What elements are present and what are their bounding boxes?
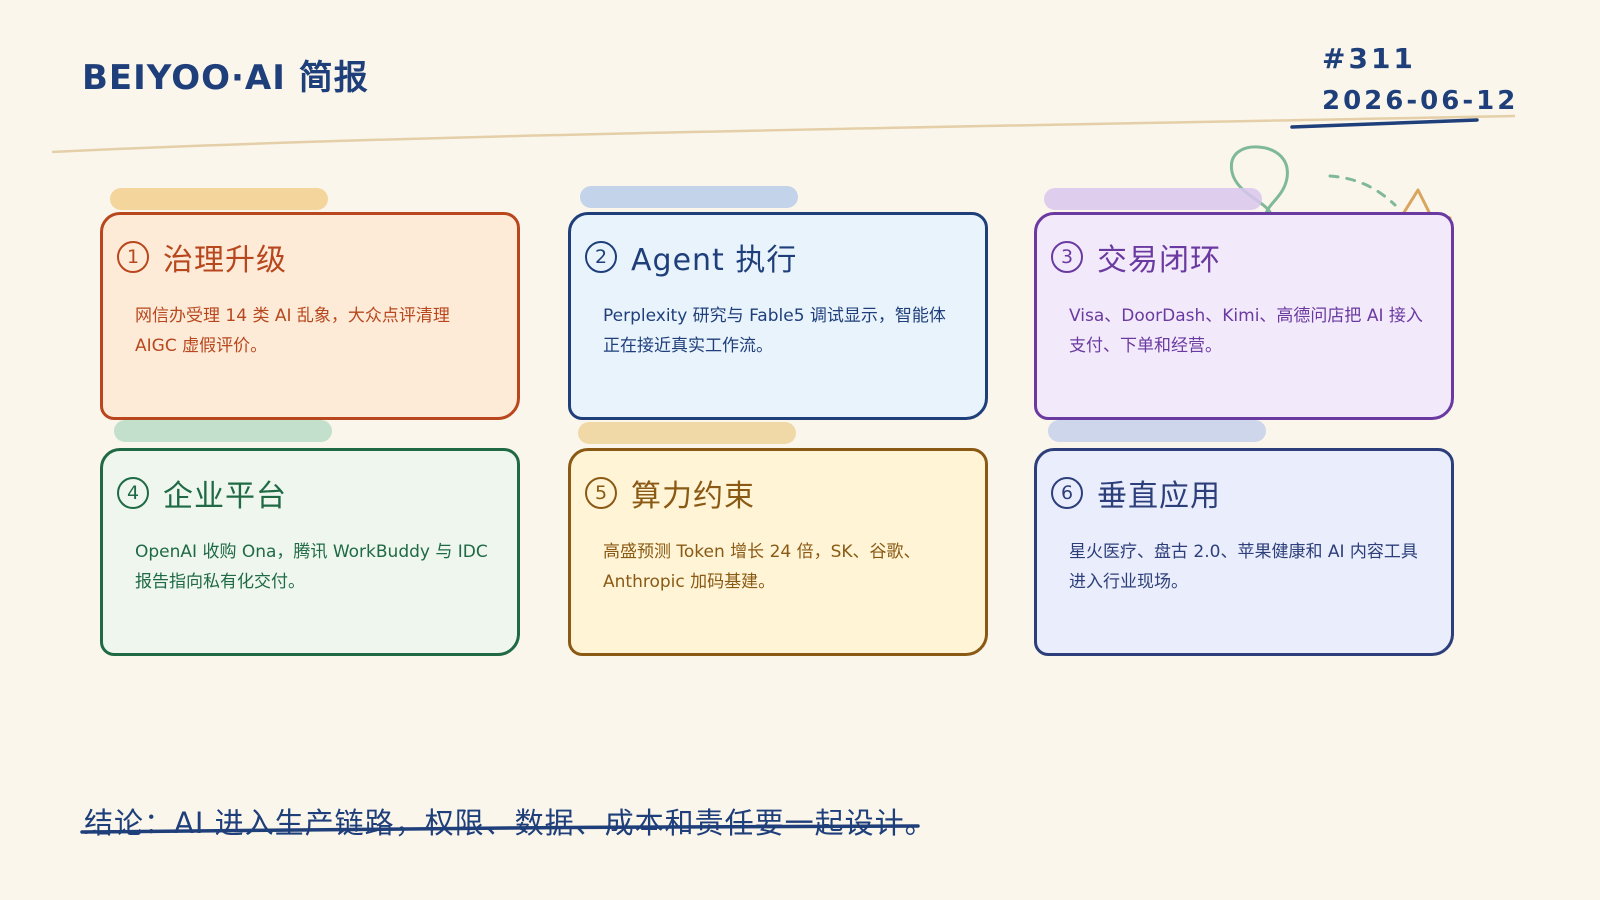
- card-header: 4 企业平台: [117, 471, 497, 515]
- card-title: 算力约束: [631, 479, 755, 514]
- card-body: Visa、DoorDash、Kimi、高德问店把 AI 接入支付、下单和经营。: [1069, 306, 1423, 356]
- card-title: 治理升级: [163, 243, 287, 278]
- card-header: 1 治理升级: [117, 235, 497, 279]
- card-title: 企业平台: [163, 479, 287, 514]
- card-tape: [114, 420, 332, 442]
- card-number-badge: 5: [585, 477, 617, 509]
- date-underline: [1290, 118, 1479, 129]
- card-compute: 5 算力约束 高盛预测 Token 增长 24 倍，SK、谷歌、Anthropi…: [568, 448, 988, 656]
- issue-date: 2026-06-12: [1322, 86, 1519, 116]
- card-number-badge: 1: [117, 241, 149, 273]
- issue-number: #311: [1322, 42, 1416, 75]
- card-number-badge: 3: [1051, 241, 1083, 273]
- card-header: 5 算力约束: [585, 471, 965, 515]
- card-tape: [580, 186, 798, 208]
- dashed-trail: [1328, 174, 1397, 207]
- card-tape: [110, 188, 328, 210]
- card-title: 交易闭环: [1097, 243, 1221, 278]
- card-governance: 1 治理升级 网信办受理 14 类 AI 乱象，大众点评清理 AIGC 虚假评价…: [100, 212, 520, 420]
- card-vertical: 6 垂直应用 星火医疗、盘古 2.0、苹果健康和 AI 内容工具进入行业现场。: [1034, 448, 1454, 656]
- card-tape: [1048, 420, 1266, 442]
- card-body: 高盛预测 Token 增长 24 倍，SK、谷歌、Anthropic 加码基建。: [603, 542, 921, 592]
- card-title: Agent 执行: [631, 243, 798, 278]
- card-tape: [1044, 188, 1262, 210]
- conclusion-text: 结论：AI 进入生产链路，权限、数据、成本和责任要一起设计。: [84, 806, 935, 840]
- card-header: 2 Agent 执行: [585, 235, 965, 279]
- card-enterprise: 4 企业平台 OpenAI 收购 Ona，腾讯 WorkBuddy 与 IDC …: [100, 448, 520, 656]
- card-header: 3 交易闭环: [1051, 235, 1431, 279]
- card-agent: 2 Agent 执行 Perplexity 研究与 Fable5 调试显示，智能…: [568, 212, 988, 420]
- card-header: 6 垂直应用: [1051, 471, 1431, 515]
- card-title: 垂直应用: [1097, 479, 1221, 514]
- card-body: Perplexity 研究与 Fable5 调试显示，智能体正在接近真实工作流。: [603, 306, 946, 356]
- card-body: OpenAI 收购 Ona，腾讯 WorkBuddy 与 IDC 报告指向私有化…: [135, 542, 488, 592]
- card-transaction: 3 交易闭环 Visa、DoorDash、Kimi、高德问店把 AI 接入支付、…: [1034, 212, 1454, 420]
- card-body: 星火医疗、盘古 2.0、苹果健康和 AI 内容工具进入行业现场。: [1069, 542, 1418, 592]
- card-number-badge: 4: [117, 477, 149, 509]
- card-body: 网信办受理 14 类 AI 乱象，大众点评清理 AIGC 虚假评价。: [135, 306, 450, 356]
- header-divider-line: [51, 114, 1516, 154]
- brand-title: BEIYOO·AI 简报: [82, 58, 369, 98]
- card-number-badge: 6: [1051, 477, 1083, 509]
- card-number-badge: 2: [585, 241, 617, 273]
- card-tape: [578, 422, 796, 444]
